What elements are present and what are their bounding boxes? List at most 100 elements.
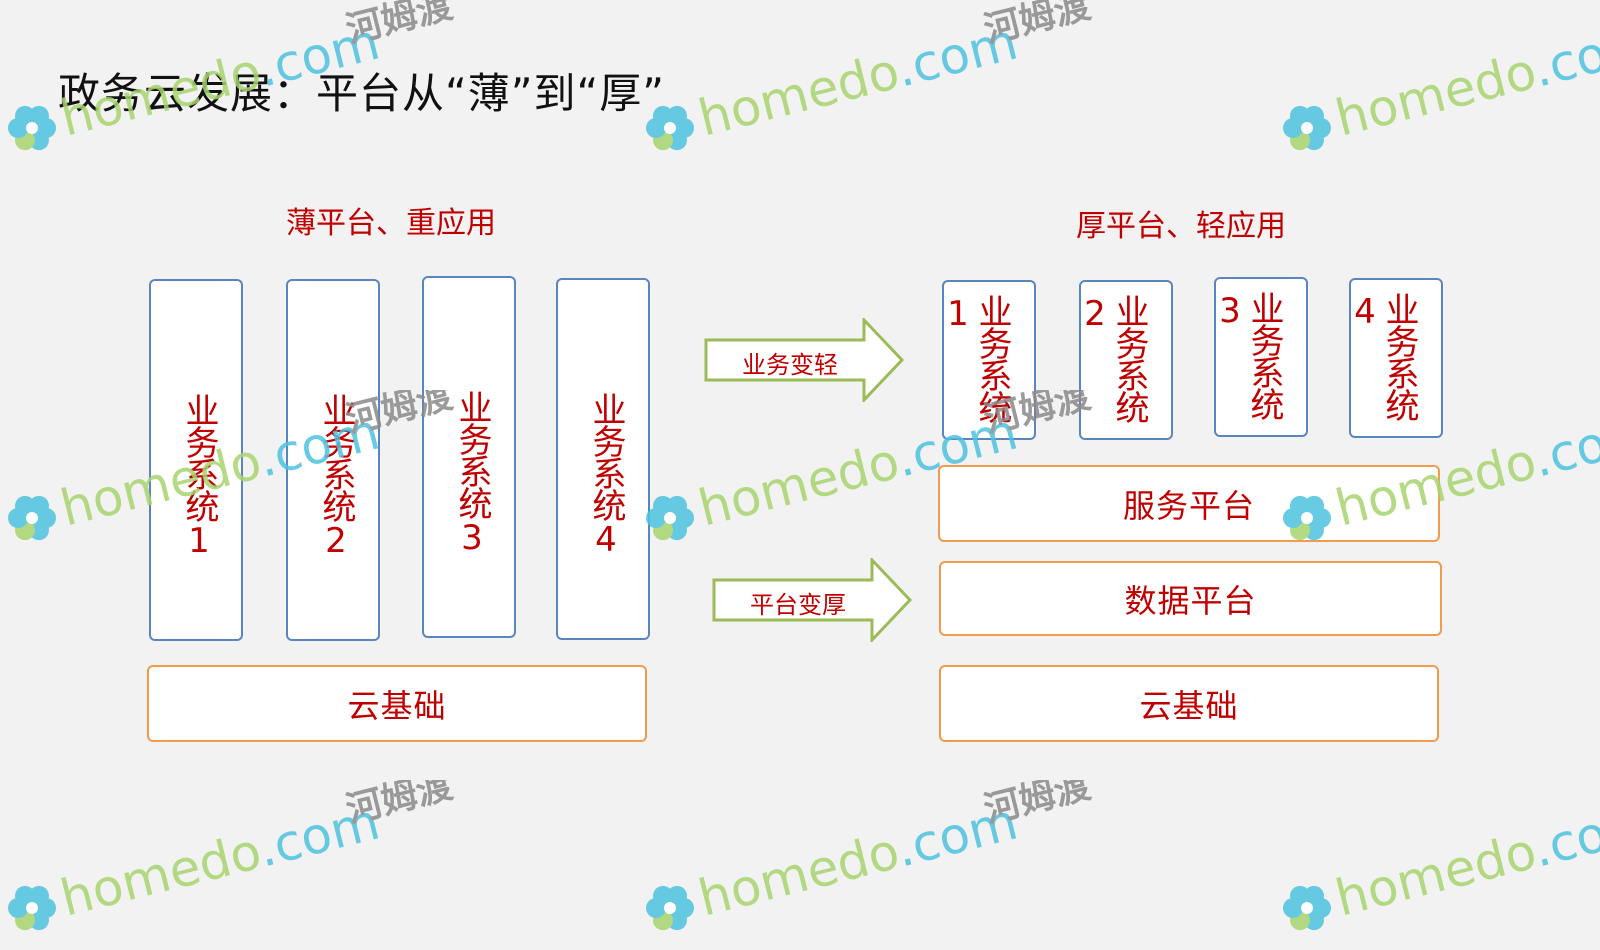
flower-petal xyxy=(1283,118,1303,138)
flower-petal xyxy=(1304,105,1324,126)
flower-center xyxy=(664,122,676,134)
flower-petal xyxy=(29,495,49,516)
arrow-platform-thicker-label: 平台变厚 xyxy=(750,591,846,619)
flower-center xyxy=(664,902,676,914)
flower-petal xyxy=(15,105,35,126)
right-cloud-base: 云基础 xyxy=(939,665,1439,742)
watermark-domain: homedo.com xyxy=(693,13,1023,148)
flower-petal xyxy=(1304,130,1324,151)
flower-petal xyxy=(36,898,56,918)
flower-petal xyxy=(667,495,687,516)
flower-petal xyxy=(674,508,694,528)
left-cloud-base: 云基础 xyxy=(147,665,647,742)
flower-petal xyxy=(653,520,673,541)
flower-petal xyxy=(667,520,687,541)
flower-petal xyxy=(15,520,35,541)
watermark-domain: homedo.com xyxy=(693,793,1023,928)
right-system-label-1: 业务系统1 xyxy=(938,294,1012,422)
watermark-brand: 河姆渡 xyxy=(980,780,1095,831)
right-system-label-3: 业务系统3 xyxy=(1210,291,1284,419)
flower-petal xyxy=(674,118,694,138)
right-cloud-base-label: 云基础 xyxy=(1139,686,1239,725)
flower-petal xyxy=(1304,910,1324,931)
flower-logo-icon xyxy=(1283,885,1331,931)
arrow-platform-thicker-shape xyxy=(712,558,913,642)
right-system-box-3: 业务系统3 xyxy=(1210,277,1308,437)
flower-petal xyxy=(667,910,687,931)
left-system-label-1: 业务系统1 xyxy=(179,393,219,559)
flower-center xyxy=(1301,902,1313,914)
flower-logo-icon xyxy=(646,495,694,541)
service-platform-box: 服务平台 xyxy=(938,465,1440,542)
flower-petal xyxy=(8,898,28,918)
flower-petal xyxy=(29,520,49,541)
left-system-box-2: 业务系统2 xyxy=(286,279,380,641)
right-system-label-4: 业务系统4 xyxy=(1345,292,1419,420)
watermark-domain: homedo.com xyxy=(55,793,385,928)
right-system-box-1: 业务系统1 xyxy=(938,280,1036,440)
watermark-brand: 河姆渡 xyxy=(342,780,457,831)
flower-petal xyxy=(1311,898,1331,918)
arrow-business-lighter-label: 业务变轻 xyxy=(742,351,838,379)
flower-petal xyxy=(653,130,673,151)
left-system-box-1: 业务系统1 xyxy=(149,279,243,641)
flower-petal xyxy=(29,910,49,931)
watermark-brand: 河姆渡 xyxy=(342,0,457,51)
right-system-box-2: 业务系统2 xyxy=(1075,280,1173,440)
flower-petal xyxy=(667,885,687,906)
flower-logo-icon xyxy=(646,885,694,931)
flower-center xyxy=(26,512,38,524)
flower-petal xyxy=(1290,105,1310,126)
flower-petal xyxy=(29,885,49,906)
left-system-label-3: 业务系统3 xyxy=(452,390,492,556)
flower-logo-icon xyxy=(1283,105,1331,151)
left-cloud-base-label: 云基础 xyxy=(347,686,447,725)
page-title: 政务云发展：平台从“薄”到“厚” xyxy=(58,69,666,118)
data-platform-label: 数据平台 xyxy=(1124,581,1257,620)
flower-petal xyxy=(15,885,35,906)
flower-petal xyxy=(653,495,673,516)
flower-petal xyxy=(1283,898,1303,918)
flower-petal xyxy=(1311,118,1331,138)
flower-petal xyxy=(667,105,687,126)
flower-petal xyxy=(667,130,687,151)
flower-petal xyxy=(29,130,49,151)
flower-petal xyxy=(15,910,35,931)
watermark-domain: homedo.com xyxy=(1330,793,1600,928)
watermark-domain: homedo.com xyxy=(1330,13,1600,148)
left-system-label-2: 业务系统2 xyxy=(316,393,356,559)
flower-logo-icon xyxy=(8,495,56,541)
flower-center xyxy=(664,512,676,524)
flower-petal xyxy=(8,508,28,528)
flower-logo-icon xyxy=(8,885,56,931)
flower-petal xyxy=(653,885,673,906)
slide: 政务云发展：平台从“薄”到“厚” 薄平台、重应用 业务系统1 业务系统2 业务系… xyxy=(8,0,1600,931)
flower-petal xyxy=(36,508,56,528)
right-heading: 厚平台、轻应用 xyxy=(1076,209,1286,244)
left-system-box-4: 业务系统4 xyxy=(556,278,650,640)
right-system-label-2: 业务系统2 xyxy=(1075,294,1149,422)
left-heading: 薄平台、重应用 xyxy=(286,206,496,241)
flower-logo-icon xyxy=(8,105,56,151)
flower-petal xyxy=(674,898,694,918)
arrow-business-lighter-shape xyxy=(704,318,905,402)
flower-petal xyxy=(15,495,35,516)
watermark-brand: 河姆渡 xyxy=(980,0,1095,51)
left-system-label-4: 业务系统4 xyxy=(586,392,626,558)
flower-petal xyxy=(653,910,673,931)
flower-center xyxy=(1301,122,1313,134)
service-platform-label: 服务平台 xyxy=(1122,486,1255,525)
flower-petal xyxy=(1304,885,1324,906)
arrow-platform-thicker xyxy=(712,558,913,642)
flower-petal xyxy=(1290,910,1310,931)
flower-petal xyxy=(1290,130,1310,151)
right-system-box-4: 业务系统4 xyxy=(1345,278,1443,438)
data-platform-box: 数据平台 xyxy=(939,561,1442,636)
flower-center xyxy=(26,122,38,134)
arrow-business-lighter xyxy=(704,318,905,402)
flower-petal xyxy=(1290,885,1310,906)
